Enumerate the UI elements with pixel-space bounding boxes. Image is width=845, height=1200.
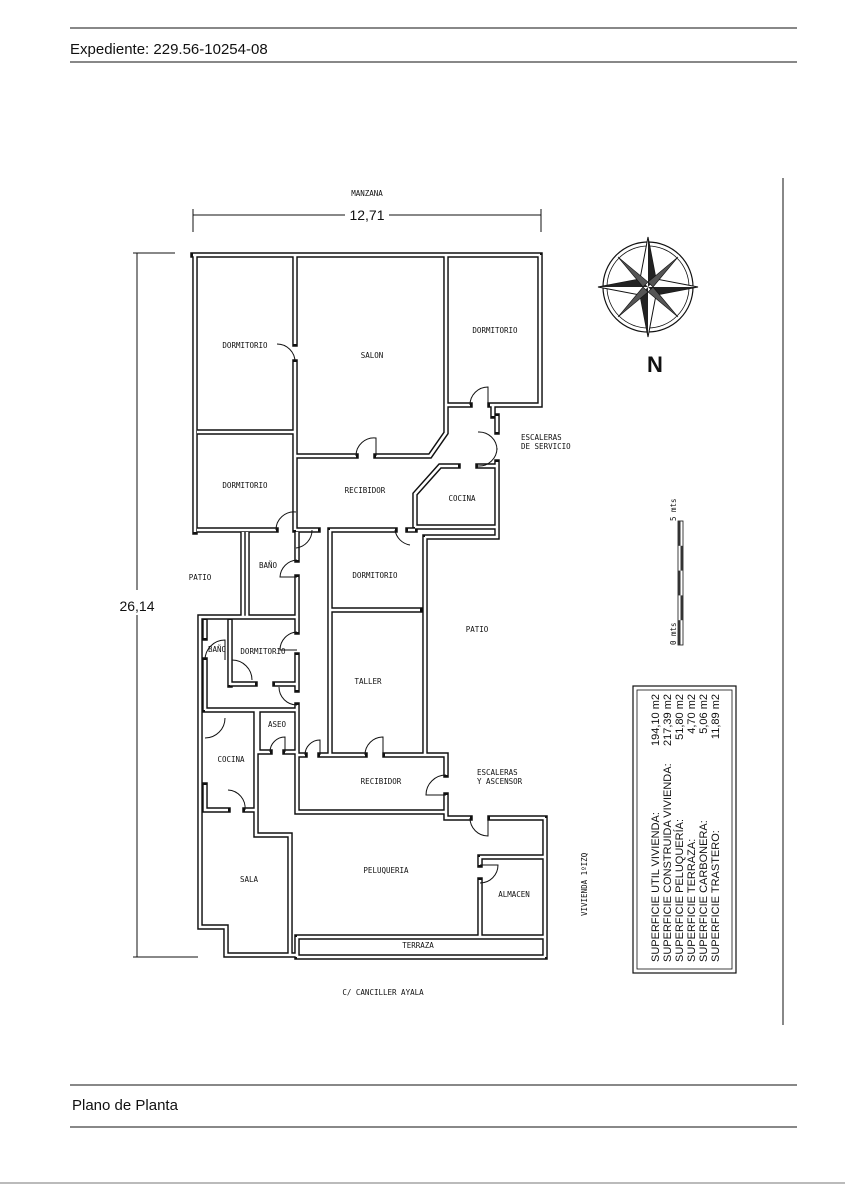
room-terraza: TERRAZA (402, 941, 434, 950)
surface-value: 4,70 m2 (686, 694, 698, 734)
compass-rose-icon (597, 236, 699, 338)
room-escaleras-ascensor: ESCALERAS (477, 768, 518, 777)
door-swings (204, 343, 499, 884)
surface-label: SUPERFICIE CARBONERA: (698, 820, 710, 962)
room-bano-1: BAÑO (259, 561, 278, 570)
room-dormitorio-nw: DORMITORIO (222, 341, 268, 350)
room-escaleras-servicio: ESCALERAS (521, 433, 562, 442)
unit-label: VIVIENDA 1ºIZQ (580, 852, 589, 916)
scale-segment (678, 570, 681, 596)
surface-label: SUPERFICIE CONSTRUIDA VIVIENDA: (662, 763, 674, 962)
footer-title: Plano de Planta (72, 1097, 179, 1114)
room-peluqueria: PELUQUERIA (363, 866, 409, 875)
height-dimension-value: 26,14 (119, 598, 154, 614)
scale-start-label: 0 mts (669, 622, 678, 645)
room-patio-left: PATIO (189, 573, 212, 582)
surface-value: 217,39 m2 (662, 694, 674, 746)
height-dimension: 26,14 (119, 252, 198, 958)
room-aseo: ASEO (268, 720, 287, 729)
surface-value: 194,10 m2 (650, 694, 662, 746)
scale-segment (680, 545, 683, 571)
scale-segment (678, 521, 681, 546)
room-recibidor-top: RECIBIDOR (345, 486, 386, 495)
room-salon: SALON (361, 351, 384, 360)
room-escaleras-ascensor-2: Y ASCENSOR (477, 777, 523, 786)
room-patio-right: PATIO (466, 625, 489, 634)
surface-label: SUPERFICIE PELUQUERÍA: (673, 819, 686, 962)
surface-label: SUPERFICIE UTIL VIVIENDA: (650, 812, 662, 962)
surface-label: SUPERFICIE TRASTERO: (710, 830, 722, 962)
room-bano-2: BAÑO (208, 645, 227, 654)
room-cocina-top: COCINA (448, 494, 476, 503)
surface-value: 11,89 m2 (710, 694, 722, 739)
room-dormitorio-sw: DORMITORIO (240, 647, 286, 656)
surfaces-table: SUPERFICIE UTIL VIVIENDA: 194,10 m2 SUPERF… (632, 685, 737, 974)
room-recibidor-bottom: RECIBIDOR (361, 777, 402, 786)
width-dimension: 12,71 (192, 207, 542, 232)
room-dormitorio-w2: DORMITORIO (222, 481, 268, 490)
room-labels: DORMITORIO SALON DORMITORIO ESCALERAS DE… (189, 326, 571, 950)
surface-value: 51,80 m2 (674, 694, 686, 740)
scale-end-label: 5 mts (669, 498, 678, 521)
manzana-label: MANZANA (351, 189, 383, 198)
expediente-text: Expediente: 229.56-10254-08 (70, 41, 268, 58)
surface-label: SUPERFICIE TERRAZA: (686, 839, 698, 962)
room-cocina-bottom: COCINA (217, 755, 245, 764)
scale-bar: 0 mts 5 mts (669, 498, 684, 646)
walls (193, 255, 545, 957)
room-taller: TALLER (354, 677, 382, 686)
north-label: N (647, 352, 663, 377)
scale-segment (678, 620, 681, 645)
scale-segment (680, 595, 683, 621)
room-sala: SALA (240, 875, 259, 884)
room-dormitorio-ne: DORMITORIO (472, 326, 518, 335)
room-dormitorio-mid: DORMITORIO (352, 571, 398, 580)
room-almacen: ALMACEN (498, 890, 530, 899)
room-escaleras-servicio-2: DE SERVICIO (521, 442, 571, 451)
street-label: C/ CANCILLER AYALA (342, 988, 424, 997)
width-dimension-value: 12,71 (349, 207, 384, 223)
surface-value: 5,06 m2 (698, 694, 710, 734)
